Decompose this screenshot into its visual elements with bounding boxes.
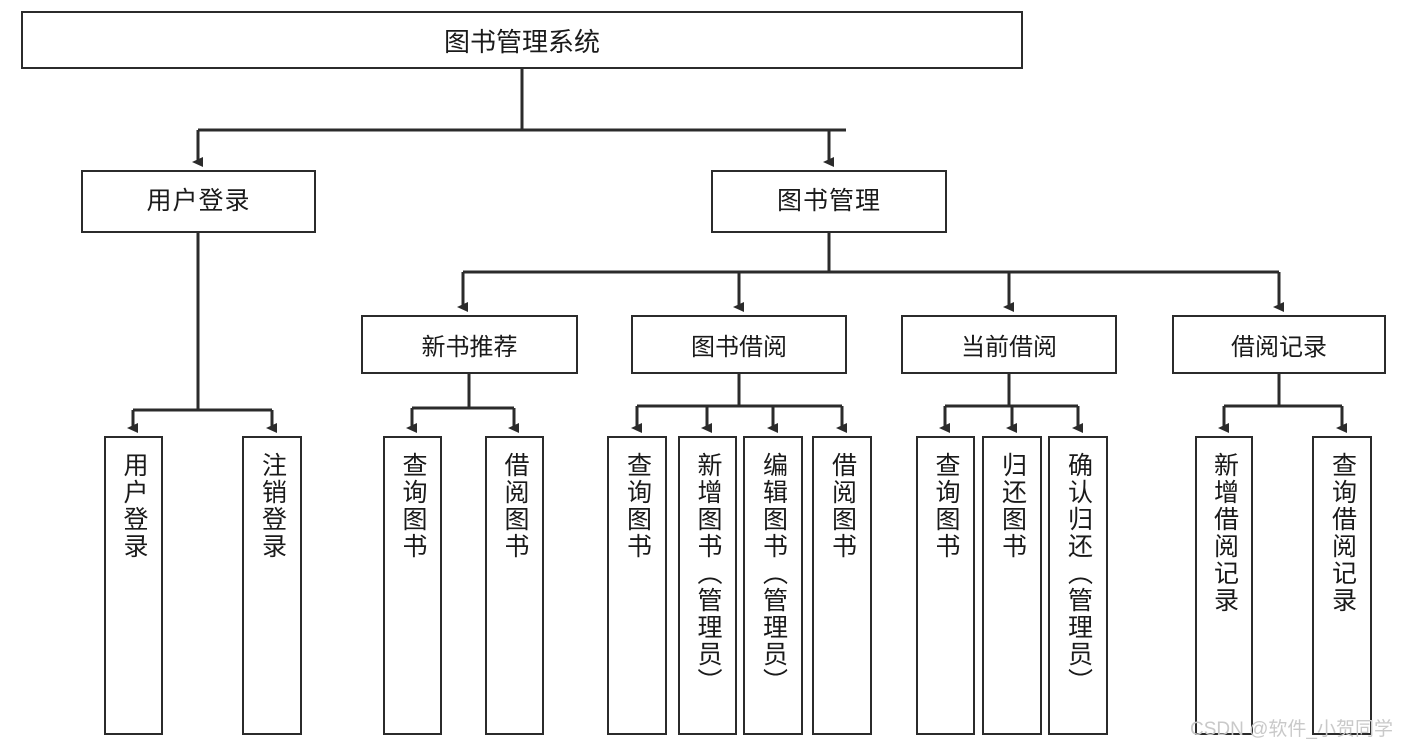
node-borrow-record[interactable]: 借阅记录 xyxy=(1172,315,1386,374)
leaf-label: 查询图书 xyxy=(399,452,427,560)
node-user-login[interactable]: 用户登录 xyxy=(81,170,316,233)
leaf-book-borrow-edit[interactable]: 编辑图书（管理员） xyxy=(743,436,803,735)
node-root-system[interactable]: 图书管理系统 xyxy=(21,11,1023,69)
leaf-label: 新增借阅记录 xyxy=(1210,452,1239,614)
leaf-user-login-logout[interactable]: 注销登录 xyxy=(242,436,302,735)
leaf-book-borrow-query[interactable]: 查询图书 xyxy=(607,436,667,735)
leaf-current-borrow-return[interactable]: 归还图书 xyxy=(982,436,1042,735)
leaf-label: 查询借阅记录 xyxy=(1328,452,1357,614)
node-book-borrow[interactable]: 图书借阅 xyxy=(631,315,847,374)
leaf-label: 注销登录 xyxy=(258,452,287,560)
node-label: 借阅记录 xyxy=(1231,334,1327,361)
leaf-label: 用户登录 xyxy=(120,452,148,560)
node-label: 新书推荐 xyxy=(421,334,518,361)
leaf-book-borrow-borrow[interactable]: 借阅图书 xyxy=(812,436,872,735)
leaf-label: 新增图书（管理员） xyxy=(694,452,722,695)
node-new-book-recommend[interactable]: 新书推荐 xyxy=(361,315,578,374)
leaf-new-book-borrow[interactable]: 借阅图书 xyxy=(485,436,544,735)
leaf-label: 查询图书 xyxy=(932,452,960,560)
leaf-label: 借阅图书 xyxy=(828,452,857,560)
leaf-current-borrow-query[interactable]: 查询图书 xyxy=(916,436,975,735)
leaf-label: 编辑图书（管理员） xyxy=(759,452,788,695)
node-label: 图书借阅 xyxy=(691,334,787,361)
node-label: 图书管理系统 xyxy=(443,26,600,57)
leaf-borrow-record-query[interactable]: 查询借阅记录 xyxy=(1312,436,1372,735)
leaf-label: 查询图书 xyxy=(623,452,652,560)
leaf-label: 借阅图书 xyxy=(501,452,529,560)
leaf-borrow-record-add[interactable]: 新增借阅记录 xyxy=(1195,436,1253,735)
node-book-management[interactable]: 图书管理 xyxy=(711,170,947,233)
watermark-text: CSDN @软件_小贺同学 xyxy=(1190,719,1393,740)
leaf-label: 确认归还（管理员） xyxy=(1064,452,1093,695)
leaf-label: 归还图书 xyxy=(998,452,1027,560)
node-label: 用户登录 xyxy=(146,187,251,215)
leaf-current-borrow-confirm-return[interactable]: 确认归还（管理员） xyxy=(1048,436,1108,735)
leaf-user-login-login[interactable]: 用户登录 xyxy=(104,436,163,735)
node-label: 当前借阅 xyxy=(961,334,1057,361)
leaf-new-book-query[interactable]: 查询图书 xyxy=(383,436,442,735)
node-current-borrow[interactable]: 当前借阅 xyxy=(901,315,1117,374)
node-label: 图书管理 xyxy=(776,187,881,215)
leaf-book-borrow-add[interactable]: 新增图书（管理员） xyxy=(678,436,737,735)
